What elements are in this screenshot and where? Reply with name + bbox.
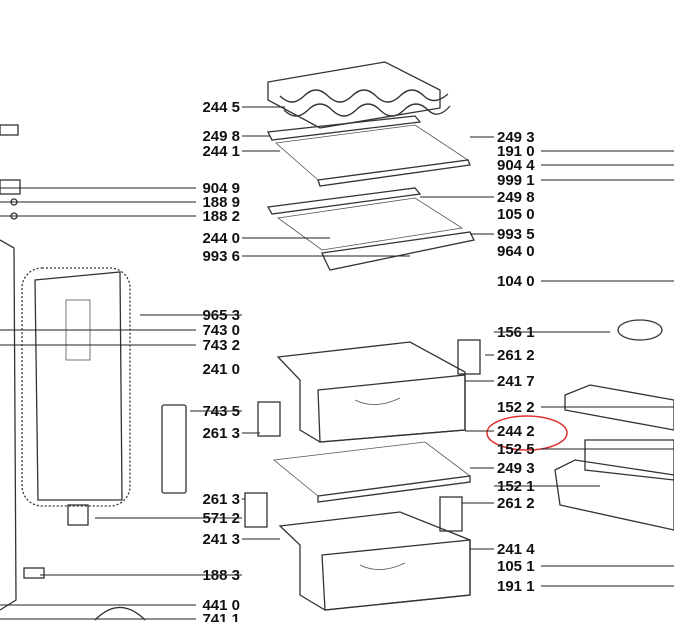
part-number-label: 188 2 [202, 208, 240, 225]
part-number-label: 964 0 [497, 243, 535, 260]
part-number-label: 241 7 [497, 373, 535, 390]
part-number-label: 244 1 [202, 143, 240, 160]
part-number-label: 241 3 [202, 531, 240, 548]
crisper-glass-cover [273, 441, 472, 503]
part-number-label: 741 1 [202, 611, 240, 622]
crisper-drawer-upper [257, 339, 481, 443]
part-number-label: 249 3 [497, 129, 535, 146]
part-number-label: 104 0 [497, 273, 535, 290]
part-number-label: 904 9 [202, 180, 240, 197]
part-number-label: 244 5 [202, 99, 240, 116]
highlight-circle [486, 415, 568, 451]
part-number-label: 241 4 [497, 541, 535, 558]
glass-shelf-middle [266, 187, 475, 271]
part-number-label: 249 8 [202, 128, 240, 145]
part-number-label: 261 2 [497, 495, 535, 512]
part-number-label: 105 1 [497, 558, 535, 575]
part-number-label: 993 6 [202, 248, 240, 265]
door-bins [554, 319, 674, 531]
part-number-label: 261 3 [202, 425, 240, 442]
door-panel [0, 239, 187, 611]
part-number-label: 743 0 [202, 322, 240, 339]
part-number-label: 105 0 [497, 206, 535, 223]
part-number-label: 249 3 [497, 460, 535, 477]
crisper-drawer-lower [244, 492, 471, 611]
wine-rack [267, 61, 451, 129]
part-number-label: 244 2 [497, 423, 535, 440]
part-number-label: 152 5 [497, 441, 535, 458]
part-number-label: 743 2 [202, 337, 240, 354]
glass-shelf-upper [267, 115, 471, 187]
part-number-label: 191 1 [497, 578, 535, 595]
part-number-label: 188 9 [202, 194, 240, 211]
part-number-label: 152 2 [497, 399, 535, 416]
part-number-label: 261 3 [202, 491, 240, 508]
part-number-label: 261 2 [497, 347, 535, 364]
part-number-label: 441 0 [202, 597, 240, 614]
part-number-label: 904 4 [497, 157, 535, 174]
part-number-label: 241 0 [202, 361, 240, 378]
part-number-label: 249 8 [497, 189, 535, 206]
part-number-label: 993 5 [497, 226, 535, 243]
part-number-label: 244 0 [202, 230, 240, 247]
part-number-label: 191 0 [497, 143, 535, 160]
part-number-label: 999 1 [497, 172, 535, 189]
